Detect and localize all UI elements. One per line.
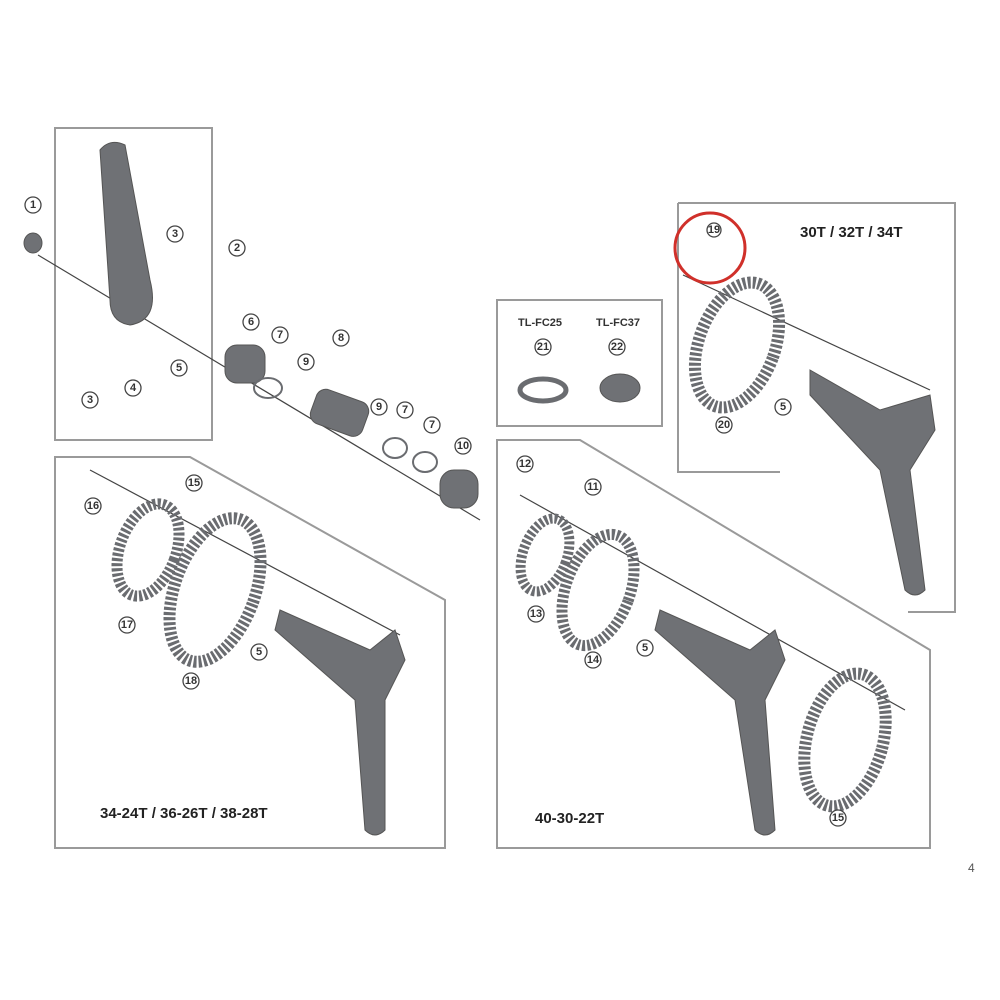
- callout: 10: [457, 440, 469, 452]
- left-crank-arm: [99, 141, 153, 326]
- chainring-22t: [515, 513, 575, 597]
- callout: 7: [429, 419, 435, 431]
- spacer: [382, 437, 408, 459]
- callout: 8: [338, 332, 344, 344]
- title-triple: 40-30-22T: [535, 810, 604, 827]
- callouts: 1 2 3 3 4 5 6 7 9 8 9 7 7 10 16 15 17 18…: [24, 196, 847, 827]
- callout: 5: [642, 642, 648, 654]
- callout: 17: [121, 619, 133, 631]
- callout: 15: [188, 477, 200, 489]
- callout: 9: [303, 356, 309, 368]
- title-double: 34-24T / 36-26T / 38-28T: [100, 805, 268, 822]
- callout: 7: [402, 404, 408, 416]
- bottom-right-box: [496, 439, 931, 849]
- chainring-40t: [798, 667, 892, 813]
- callout: 12: [519, 458, 531, 470]
- callout: 5: [176, 362, 182, 374]
- callout: 14: [587, 654, 600, 666]
- callout: 21: [537, 341, 549, 353]
- chainring-small: [111, 498, 185, 602]
- chainring-single: [688, 276, 786, 414]
- axle-line: [37, 254, 481, 521]
- tool-tl-fc25: [517, 376, 569, 404]
- chainring-large: [163, 512, 267, 668]
- spacer: [253, 377, 283, 399]
- left-crank-box: [54, 127, 213, 441]
- tool-name: TL-FC37: [596, 317, 640, 329]
- callout: 16: [87, 500, 99, 512]
- right-crank-arm: [809, 369, 936, 596]
- callout: 6: [248, 316, 254, 328]
- callout: 5: [256, 646, 262, 658]
- spindle-sleeve: [309, 388, 370, 437]
- title-single: 30T / 32T / 34T: [800, 224, 903, 241]
- spacer: [412, 451, 438, 473]
- callout: 1: [30, 199, 36, 211]
- adapter-cup: [224, 344, 266, 384]
- cap-bolt: [23, 232, 43, 254]
- callout: 9: [376, 401, 382, 413]
- callout: 22: [611, 341, 623, 353]
- callout: 11: [587, 481, 599, 493]
- callout: 4: [130, 382, 137, 394]
- tools-box: [496, 299, 663, 427]
- callout: 3: [87, 394, 93, 406]
- callout: 2: [234, 242, 240, 254]
- page-mark: 4: [968, 861, 975, 875]
- callout: 5: [780, 401, 786, 413]
- callout: 15: [832, 812, 844, 824]
- callout: 13: [530, 608, 542, 620]
- tool-tl-fc37: [599, 373, 641, 403]
- bottom-left-box: [54, 456, 446, 849]
- right-crank-arm-double: [274, 609, 406, 836]
- right-crank-arm-triple: [654, 609, 786, 836]
- callout: 19: [708, 224, 720, 236]
- callout: 18: [185, 675, 197, 687]
- callout: 7: [277, 329, 283, 341]
- chainring-30t: [556, 528, 640, 652]
- callout: 3: [172, 228, 178, 240]
- adapter-cup-right: [439, 469, 479, 509]
- callout: 20: [718, 419, 730, 431]
- highlight-circle: [673, 211, 747, 285]
- tool-name: TL-FC25: [518, 317, 562, 329]
- top-right-box: [677, 202, 956, 613]
